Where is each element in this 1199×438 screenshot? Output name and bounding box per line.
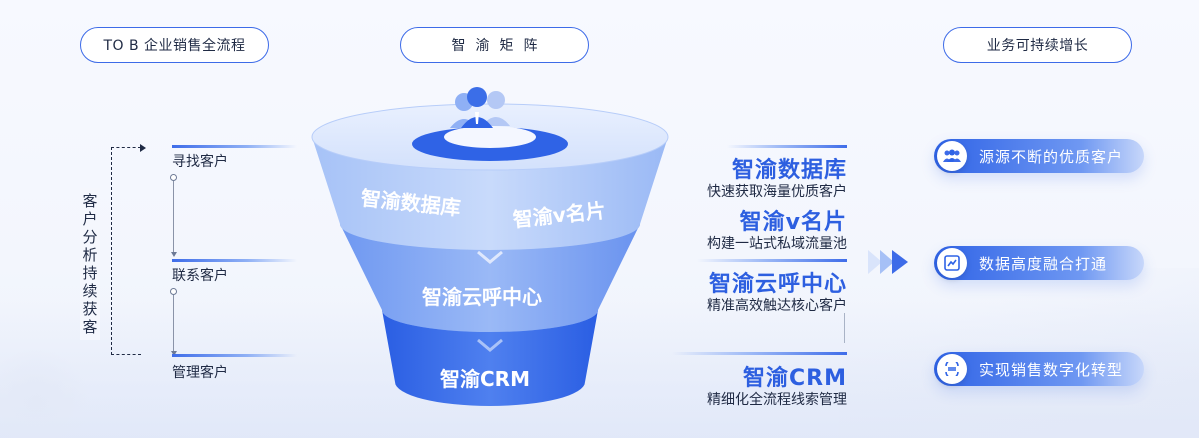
header-matrix: 智渝矩阵: [400, 27, 589, 63]
product-desc-vcard: 构建一站式私域流量池: [707, 236, 847, 252]
flow-line: [173, 295, 174, 353]
transform-icon: [937, 354, 967, 384]
funnel-label-crm: 智渝CRM: [440, 367, 530, 391]
stage-bar-contact: [172, 259, 297, 262]
flow-arrow-icon: [171, 252, 177, 257]
chevron-right-icon: [868, 250, 882, 274]
result-digital-transform: 实现销售数字化转型: [934, 352, 1144, 386]
product-title-crm: 智渝CRM: [743, 366, 847, 391]
flow-dot: [170, 174, 177, 181]
result-quality-customers: 源源不断的优质客户: [934, 139, 1144, 173]
chart-icon: [937, 248, 967, 278]
flow-line: [173, 181, 174, 253]
header-growth: 业务可持续增长: [943, 27, 1132, 63]
product-title-callcenter: 智渝云呼中心: [708, 272, 847, 297]
stage-bar-find: [172, 145, 297, 148]
product-title-vcard: 智渝v名片: [739, 210, 847, 235]
funnel-layer-crm: [382, 310, 598, 406]
funnel-layer-callcenter: [340, 224, 640, 332]
users-icon: [937, 141, 967, 171]
product-desc-database: 快速获取海量优质客户: [707, 184, 847, 200]
loop-label: 客户分析持续获客: [80, 188, 100, 340]
users-group-icon: [450, 87, 510, 128]
people-platform-top: [444, 126, 536, 148]
background-glass-decoration: [0, 348, 90, 438]
product-divider: [844, 313, 845, 343]
header-sales-process: TO B 企业销售全流程: [80, 27, 269, 63]
stage-label-find: 寻找客户: [172, 154, 228, 170]
chevron-right-icon: [892, 250, 908, 274]
result-label: 实现销售数字化转型: [979, 360, 1124, 379]
funnel-down-arrow-icon: [477, 250, 503, 264]
product-bar: [672, 352, 847, 355]
flow-dot: [170, 288, 177, 295]
stage-bar-manage: [172, 354, 297, 357]
product-desc-crm: 精细化全流程线索管理: [707, 392, 847, 408]
stage-label-contact: 联系客户: [172, 268, 228, 284]
product-desc-callcenter: 精准高效触达核心客户: [707, 298, 847, 314]
chevron-right-icon: [880, 250, 894, 274]
loop-arrow-icon: [140, 144, 146, 152]
product-bar: [697, 259, 847, 262]
result-label: 数据高度融合打通: [979, 254, 1108, 273]
flow-arrow-icon: [171, 351, 177, 356]
sales-funnel: 智渝数据库 智渝v名片 智渝云呼中心 智渝CRM: [311, 87, 669, 406]
funnel-down-arrow-icon: [477, 338, 503, 352]
product-title-database: 智渝数据库: [731, 158, 847, 183]
loop-bracket: [111, 147, 141, 355]
result-data-integration: 数据高度融合打通: [934, 246, 1144, 280]
result-label: 源源不断的优质客户: [979, 147, 1124, 166]
product-bar: [727, 145, 847, 148]
stage-label-manage: 管理客户: [172, 365, 228, 381]
funnel-label-callcenter: 智渝云呼中心: [422, 285, 542, 309]
